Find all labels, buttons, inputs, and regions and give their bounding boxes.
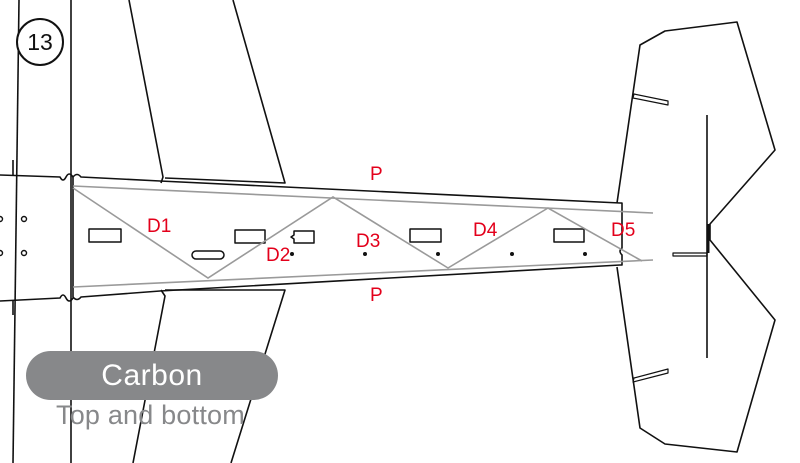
label-d3: D3 <box>356 231 381 252</box>
material-placement: Top and bottom <box>56 400 245 430</box>
wing-line-left-outer <box>12 0 20 463</box>
strip-bottom <box>72 259 654 288</box>
upper-wing-panel <box>128 0 286 184</box>
wing-root-bay <box>0 173 74 302</box>
lower-wing-panel <box>132 289 286 463</box>
fuselage-outline <box>72 173 623 301</box>
strip-top <box>72 185 654 214</box>
label-d4: D4 <box>473 220 498 241</box>
label-d2: D2 <box>266 245 291 266</box>
carbon-strips <box>72 185 654 288</box>
step-number-badge: 13 <box>16 18 64 66</box>
material-pill: Carbon <box>26 351 278 400</box>
stabilizer-outline <box>616 21 776 453</box>
mount-holes <box>0 215 28 257</box>
label-p-bottom: P <box>370 285 383 306</box>
tail-horn <box>672 252 708 257</box>
stab-slot-bottom <box>632 368 669 383</box>
diagonal-truss <box>72 187 643 279</box>
fuselage-cutouts <box>88 228 585 260</box>
label-d1: D1 <box>147 216 172 237</box>
pin-holes <box>290 252 587 256</box>
label-d5: D5 <box>611 220 636 241</box>
material-name: Carbon <box>101 358 203 392</box>
label-p-top: P <box>370 164 383 185</box>
stab-slot-top <box>632 93 669 106</box>
